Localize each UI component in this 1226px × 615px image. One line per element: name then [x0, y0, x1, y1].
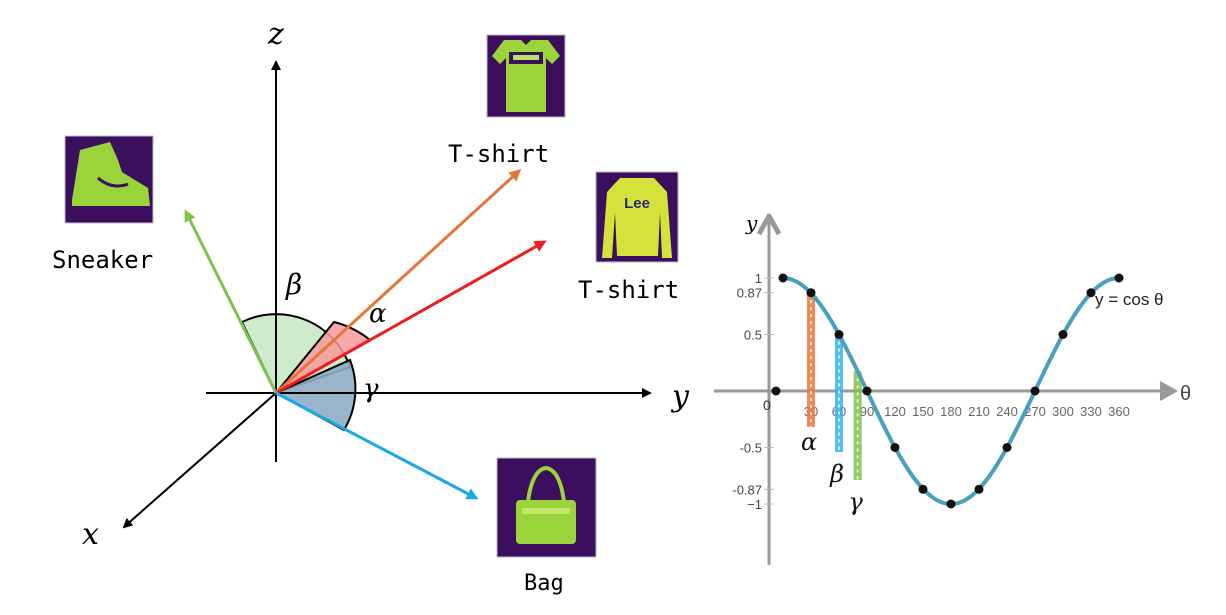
vector-diagram: z y x β α γ T-shirt Lee T-shirt	[46, 17, 690, 596]
data-point	[918, 484, 928, 494]
marker-label-2: γ	[848, 488, 863, 516]
plot-origin-label: 0	[763, 397, 771, 413]
bag-vector	[275, 391, 479, 500]
x-axis-label: x	[82, 517, 99, 552]
cosine-plot: y θ 0 y = cos θ 10.870.5-0.5-0.87−130609…	[714, 211, 1191, 565]
data-point	[834, 330, 844, 339]
sneaker-label: Sneaker	[52, 246, 153, 274]
origin-point	[771, 386, 781, 396]
beta-label: β	[285, 268, 302, 301]
sneaker-vector	[184, 209, 278, 394]
y-tick-label: 1	[755, 271, 762, 286]
y-tick-label: -0.87	[732, 482, 762, 497]
marker-label-1: β	[829, 460, 844, 488]
data-point	[890, 443, 900, 452]
sweatshirt-thumbnail: Lee	[573, 167, 685, 271]
x-tick-label: 300	[1052, 404, 1074, 419]
plot-x-axis-arrow	[1159, 381, 1179, 401]
curve-label: y = cos θ	[1095, 290, 1164, 309]
data-point	[778, 273, 788, 283]
plot-x-axis-label: θ	[1180, 383, 1191, 405]
x-tick-label: 90	[860, 404, 874, 419]
x-tick-label: 360	[1108, 404, 1130, 419]
sneaker-thumbnail	[46, 130, 158, 234]
gamma-label: γ	[363, 374, 379, 404]
data-point	[806, 288, 816, 298]
y-axis-label: y	[670, 379, 690, 414]
sweatshirt-vector	[275, 240, 547, 395]
tshirt-label-1: T-shirt	[448, 140, 549, 168]
data-point	[946, 499, 956, 509]
data-point	[1002, 443, 1012, 452]
x-tick-label: 210	[968, 404, 990, 419]
y-tick-label: −1	[747, 497, 762, 512]
bag-thumbnail	[492, 455, 598, 563]
data-point	[1058, 330, 1068, 339]
data-point	[1030, 386, 1040, 396]
bag-label: Bag	[524, 571, 564, 596]
tshirt-label-2: T-shirt	[578, 276, 679, 304]
svg-text:Lee: Lee	[624, 195, 650, 212]
tshirt-vector	[274, 168, 522, 395]
data-point	[1086, 288, 1096, 298]
x-tick-label: 180	[940, 404, 962, 419]
y-tick-label: 0.87	[737, 286, 762, 301]
z-axis-label: z	[267, 17, 284, 52]
x-tick-label: 270	[1024, 404, 1046, 419]
x-tick-label: 150	[912, 404, 934, 419]
data-point	[862, 386, 872, 396]
x-axis	[122, 392, 277, 529]
x-tick-label: 330	[1080, 404, 1102, 419]
marker-label-0: α	[801, 428, 817, 456]
plot-y-axis-label: y	[745, 211, 758, 235]
cosine-plot-marks: 10.870.5-0.5-0.87−1306090120150180210240…	[732, 271, 1129, 516]
data-point	[1114, 273, 1124, 283]
x-tick-label: 240	[996, 404, 1018, 419]
tshirt-thumbnail	[474, 33, 576, 132]
x-tick-label: 120	[884, 404, 906, 419]
alpha-label: α	[369, 299, 387, 329]
y-tick-label: -0.5	[740, 441, 762, 456]
data-point	[974, 484, 984, 494]
y-tick-label: 0.5	[744, 328, 762, 343]
plot-y-axis-arrow	[756, 213, 782, 236]
